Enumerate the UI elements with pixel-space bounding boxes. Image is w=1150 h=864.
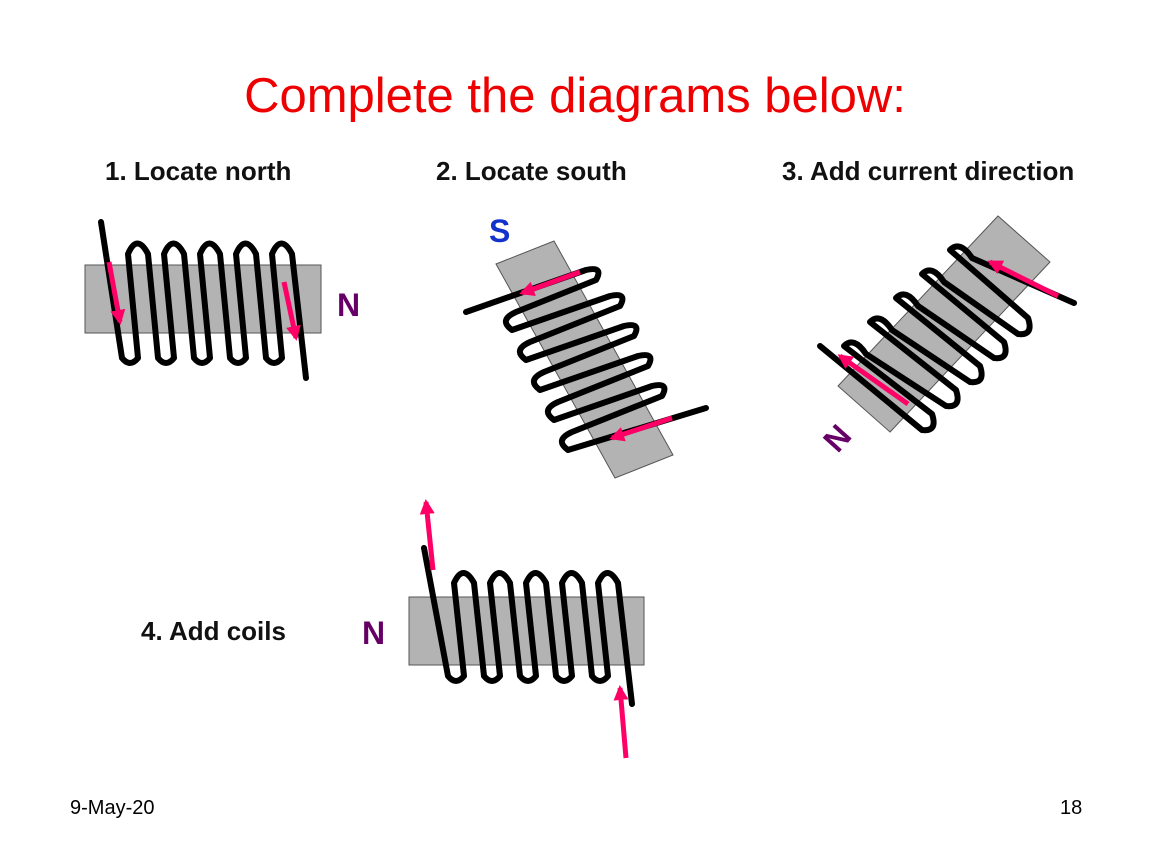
footer-date: 9-May-20 <box>70 797 155 819</box>
current-arrow-1a <box>106 261 126 325</box>
diagram-2-label: 2. Locate south <box>436 156 627 186</box>
diagram-3-label: 3. Add current direction <box>782 156 1075 186</box>
diagram-1-label: 1. Locate north <box>105 156 292 186</box>
current-arrow-4a <box>419 499 436 571</box>
pole-label-1: N <box>337 287 361 323</box>
slide-title: Complete the diagrams below: <box>244 69 906 123</box>
current-arrow-3a <box>987 259 1060 299</box>
solenoid-1 <box>84 219 322 381</box>
current-arrow-4b <box>613 685 629 759</box>
current-arrow-2b <box>609 415 673 442</box>
coil-3 <box>817 243 1077 434</box>
pole-label-4: N <box>362 615 386 651</box>
current-arrow-1b <box>281 281 301 341</box>
coil-2 <box>463 266 709 453</box>
solenoid-4 <box>408 499 645 759</box>
current-arrow-2a <box>519 269 581 296</box>
footer-page-number: 18 <box>1060 797 1083 819</box>
pole-label-2: S <box>489 213 511 249</box>
diagram-4-label: 4. Add coils <box>141 616 286 646</box>
solenoid-2 <box>463 240 709 479</box>
current-arrow-3b <box>837 353 910 407</box>
solenoid-3 <box>817 215 1077 434</box>
coil-1 <box>98 219 309 381</box>
coil-4 <box>421 545 635 707</box>
